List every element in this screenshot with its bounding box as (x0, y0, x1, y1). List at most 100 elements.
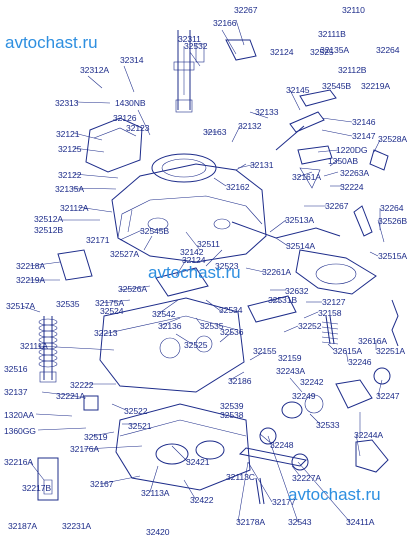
leader-line (267, 435, 299, 523)
part-label: 32121 (56, 129, 80, 139)
leader-line (149, 465, 159, 493)
part-label: 32126 (113, 113, 137, 123)
part-label: 32216A (4, 457, 34, 467)
leader-line (247, 461, 273, 503)
rod-collar (173, 61, 195, 71)
part-label: 32616A (358, 336, 388, 346)
part-label: 32213 (94, 328, 118, 338)
ring-32249 (281, 401, 303, 419)
spring-coil (38, 324, 58, 332)
choke-bore (151, 153, 217, 183)
air-horn-flange (117, 195, 263, 239)
washer-32248 (259, 427, 277, 445)
top-cover-edge (93, 127, 137, 139)
part-label: 1350AB (328, 156, 358, 166)
part-label: 32538 (220, 410, 244, 420)
leader-line (297, 461, 351, 523)
leader-line (73, 132, 103, 141)
part-label: 32218A (16, 261, 46, 271)
leader-line (249, 351, 265, 361)
part-label: 32313 (55, 98, 79, 108)
part-label: 32112B (338, 65, 367, 75)
part-label: 32263A (340, 168, 370, 178)
float-bowl-bore (195, 335, 213, 353)
part-label: 32422 (190, 495, 214, 505)
part-label: 32227A (292, 473, 322, 483)
pin-32616A (325, 315, 335, 345)
part-label: 32524 (100, 306, 124, 316)
part-label: 32146 (352, 117, 376, 127)
part-label: 32158 (318, 308, 342, 318)
spring-coil (321, 331, 339, 335)
leader-line (235, 163, 247, 171)
part-label: 32155 (253, 346, 277, 356)
part-label: 32113A (141, 488, 170, 498)
part-label: 32542 (152, 309, 176, 319)
spring-coil (321, 326, 339, 330)
leader-line (237, 163, 257, 169)
leader-line (377, 219, 385, 243)
top-cover (85, 117, 143, 173)
part-label: 32178A (236, 517, 266, 527)
leader-line (289, 377, 303, 393)
float-bowl-body (99, 297, 245, 393)
leader-line (329, 159, 339, 167)
rod-32147 (275, 125, 305, 151)
spring-coil (321, 321, 339, 325)
part-label: 32516 (4, 364, 28, 374)
leader-line (127, 209, 133, 233)
part-label: 32526B (378, 216, 408, 226)
part-label: 1320AA (4, 410, 34, 420)
part-label: 32511 (197, 239, 220, 249)
watermark-bottom: avtochast.ru (288, 485, 381, 504)
screw-32227A (291, 453, 309, 471)
vent-port (147, 217, 169, 231)
part-label: 32519 (84, 432, 108, 442)
part-label: 32187A (8, 521, 38, 531)
part-label: 32123 (126, 123, 150, 133)
part-label: 32112A (60, 203, 89, 213)
part-label: 32166 (213, 18, 237, 28)
link-32145 (299, 89, 337, 107)
leader-line (111, 403, 127, 411)
part-label: 32261A (262, 267, 292, 277)
part-label: 32135A (55, 184, 85, 194)
leader-line (195, 317, 203, 327)
throttle-shaft (238, 447, 308, 467)
leader-line (355, 433, 361, 457)
leader-line (83, 445, 143, 450)
part-label: 32632 (285, 286, 309, 296)
part-label: 32248 (270, 440, 294, 450)
rod-32264 (353, 205, 373, 237)
part-label: 32525 (310, 47, 334, 57)
part-label: 32523 (215, 261, 239, 271)
watermark-top: avtochast.ru (5, 33, 98, 52)
part-label: 32312A (80, 65, 110, 75)
part-label: 32264 (380, 203, 404, 213)
ring-32533 (304, 394, 324, 414)
part-label: 32421 (186, 457, 210, 467)
part-label: 32175A (95, 298, 125, 308)
bracket-32411A (355, 439, 389, 473)
part-label: 32526A (118, 284, 148, 294)
leader-line (205, 249, 223, 267)
leader-line (77, 206, 113, 213)
part-label: 32525 (184, 340, 208, 350)
throttle-bore (155, 443, 189, 465)
leader-line (189, 51, 201, 67)
part-label: 32137 (4, 387, 28, 397)
lever-32244A (335, 379, 373, 409)
part-label: 32545B (322, 81, 352, 91)
part-label: 32264 (376, 45, 400, 55)
choke-bore-inner (161, 158, 207, 178)
solenoid-tip (43, 479, 53, 495)
part-label: 32219A (361, 81, 391, 91)
leader-line (291, 465, 301, 477)
watermark-middle: avtochast.ru (148, 263, 241, 282)
spring-coil (38, 330, 58, 338)
leader-line (269, 219, 287, 233)
part-label: 32267 (234, 5, 258, 15)
spring-coil (38, 318, 58, 326)
leader-line (29, 461, 45, 481)
